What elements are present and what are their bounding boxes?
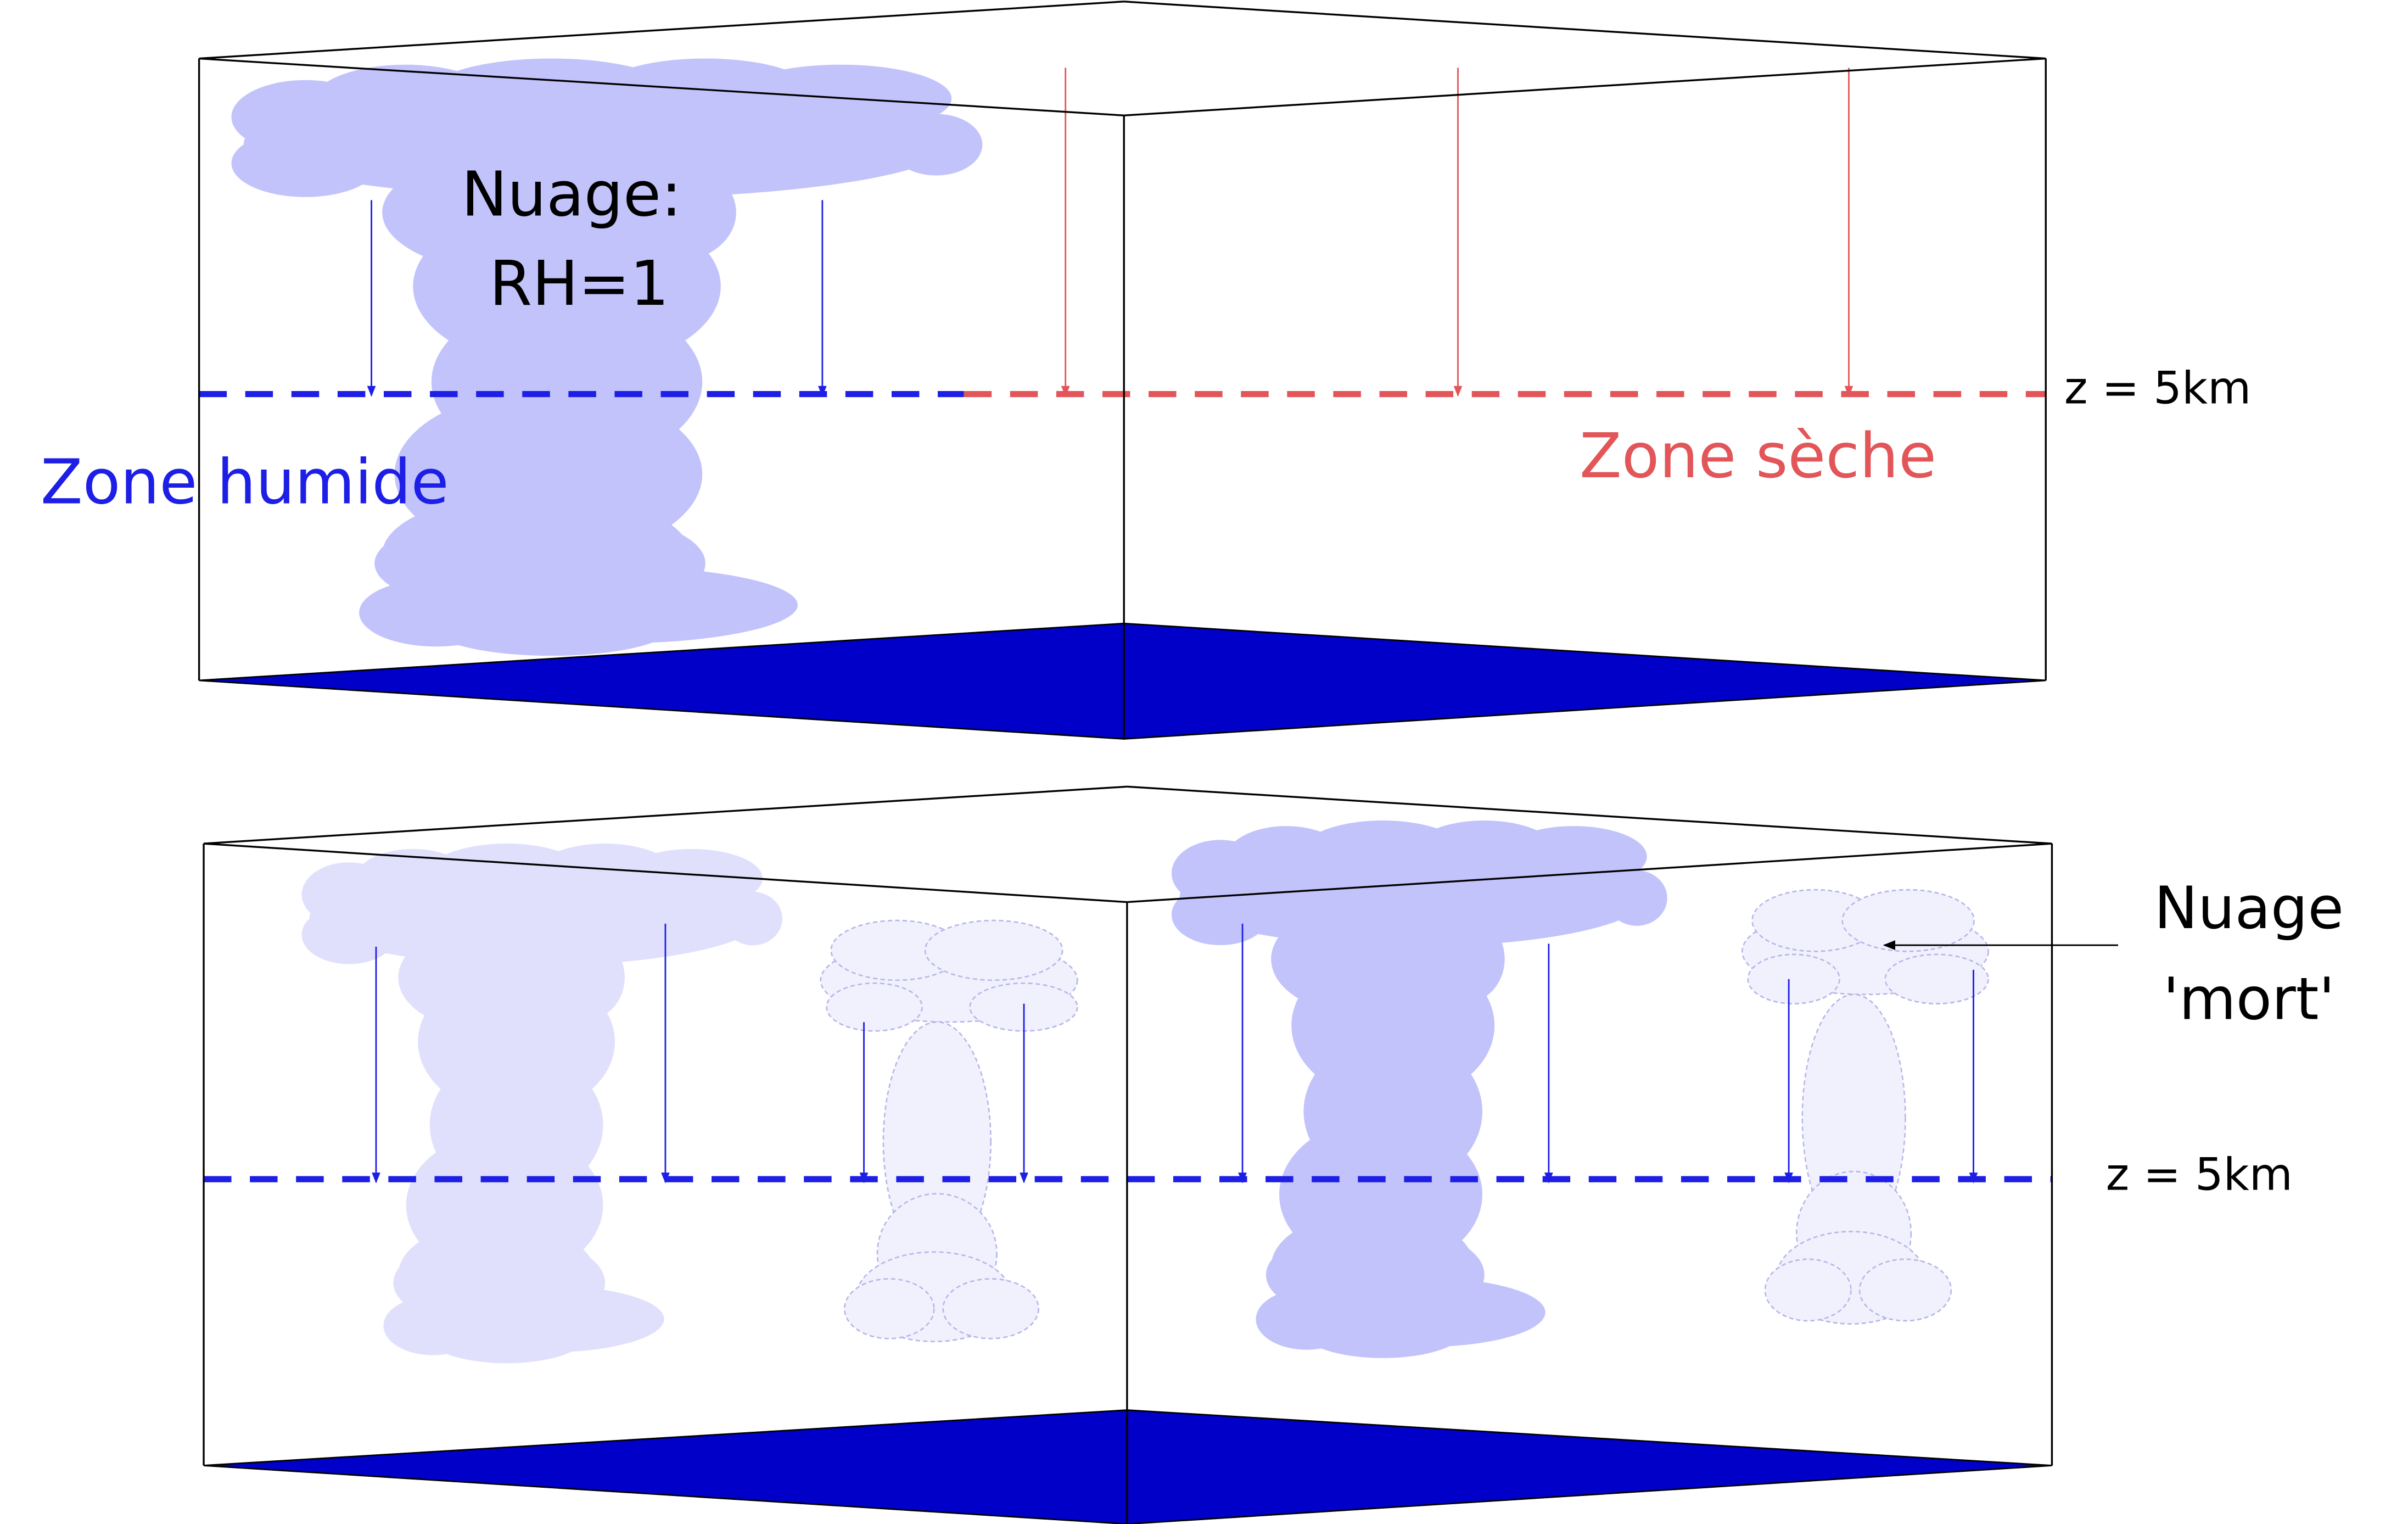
top-active-cloud	[231, 58, 983, 656]
cloud-label-line1: Nuage:	[461, 159, 682, 230]
subsidence-arrows-bottom	[372, 923, 1978, 1184]
dead-cloud-left	[820, 919, 1078, 1343]
bottom-box-edges	[203, 785, 2053, 1524]
top-panel: Nuage: RH=1 Zone humide Zone sèche z = 5…	[41, 1, 2251, 740]
dead-cloud-label-line2: 'mort'	[2163, 965, 2335, 1034]
top-ocean-surface	[199, 622, 2046, 740]
top-level-label: z = 5km	[2064, 362, 2251, 414]
cloud-label-line2: RH=1	[489, 248, 669, 320]
dead-cloud-right	[1741, 889, 1990, 1325]
top-box-edges	[198, 1, 2047, 739]
new-active-cloud	[1171, 820, 1667, 1358]
dead-cloud-label-line1: Nuage	[2154, 874, 2344, 942]
subsidence-arrows-humid	[367, 200, 827, 397]
bottom-panel: Nuage 'mort' z = 5km	[203, 785, 2344, 1524]
zone-humid-label: Zone humide	[41, 447, 449, 518]
zone-dry-label: Zone sèche	[1580, 421, 1936, 492]
fading-cloud	[301, 844, 782, 1364]
bottom-level-label: z = 5km	[2106, 1149, 2293, 1201]
subsidence-arrows-dry	[1061, 68, 1853, 397]
